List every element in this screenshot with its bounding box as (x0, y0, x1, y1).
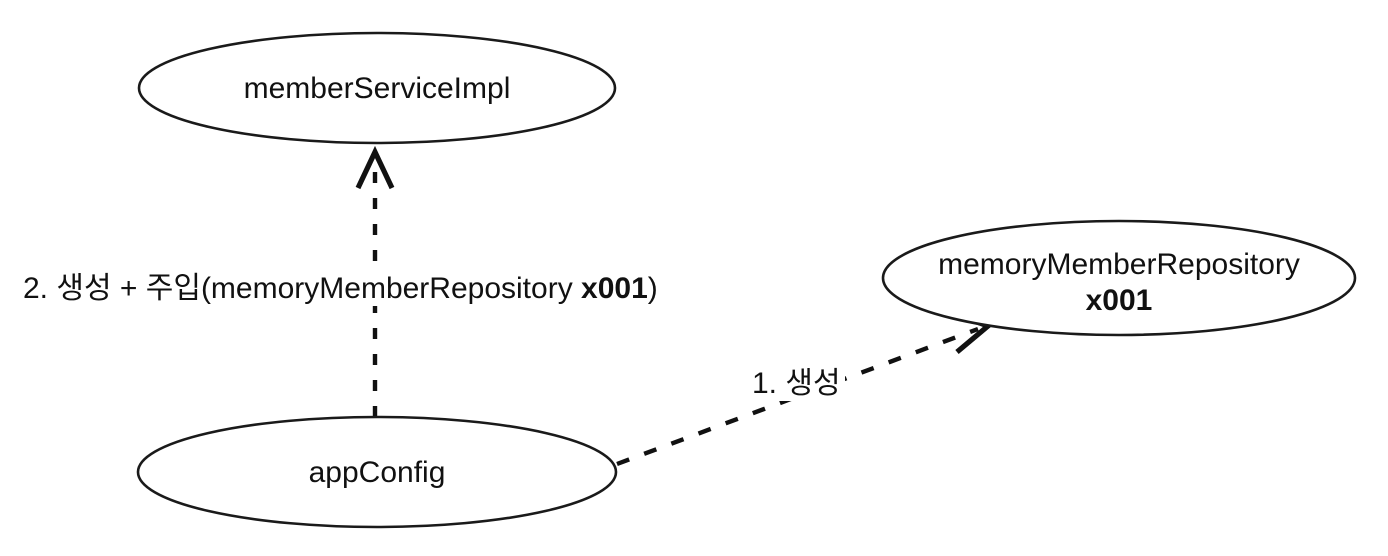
inject-edge-label-suffix: ) (647, 272, 658, 305)
create-edge-line (616, 326, 979, 467)
memory-member-repository-ellipse[interactable] (881, 219, 1357, 337)
edge-inject (355, 145, 395, 417)
member-service-impl-label: memberServiceImpl (244, 72, 511, 105)
app-config-ellipse[interactable] (136, 415, 618, 529)
inject-edge-label-bean-id: x001 (581, 272, 648, 305)
inject-edge-label: 2. 생성 + 주입(memoryMemberRepository x001) (20, 272, 661, 306)
memory-member-repository-label: memoryMemberRepository (938, 248, 1300, 281)
node-memory-member-repository[interactable]: memoryMemberRepository x001 (881, 219, 1357, 337)
member-service-impl-ellipse[interactable] (137, 31, 617, 145)
node-app-config[interactable]: appConfig (136, 415, 618, 529)
inject-edge-label-prefix: 2. 생성 + 주입(memoryMemberRepository (23, 272, 582, 305)
create-edge-label: 1. 생성 (748, 367, 845, 401)
node-member-service-impl[interactable]: memberServiceImpl (137, 31, 617, 145)
inject-arrowhead-icon (355, 145, 395, 190)
app-config-label: appConfig (309, 456, 446, 489)
memory-member-repository-id-label: x001 (1086, 284, 1153, 317)
